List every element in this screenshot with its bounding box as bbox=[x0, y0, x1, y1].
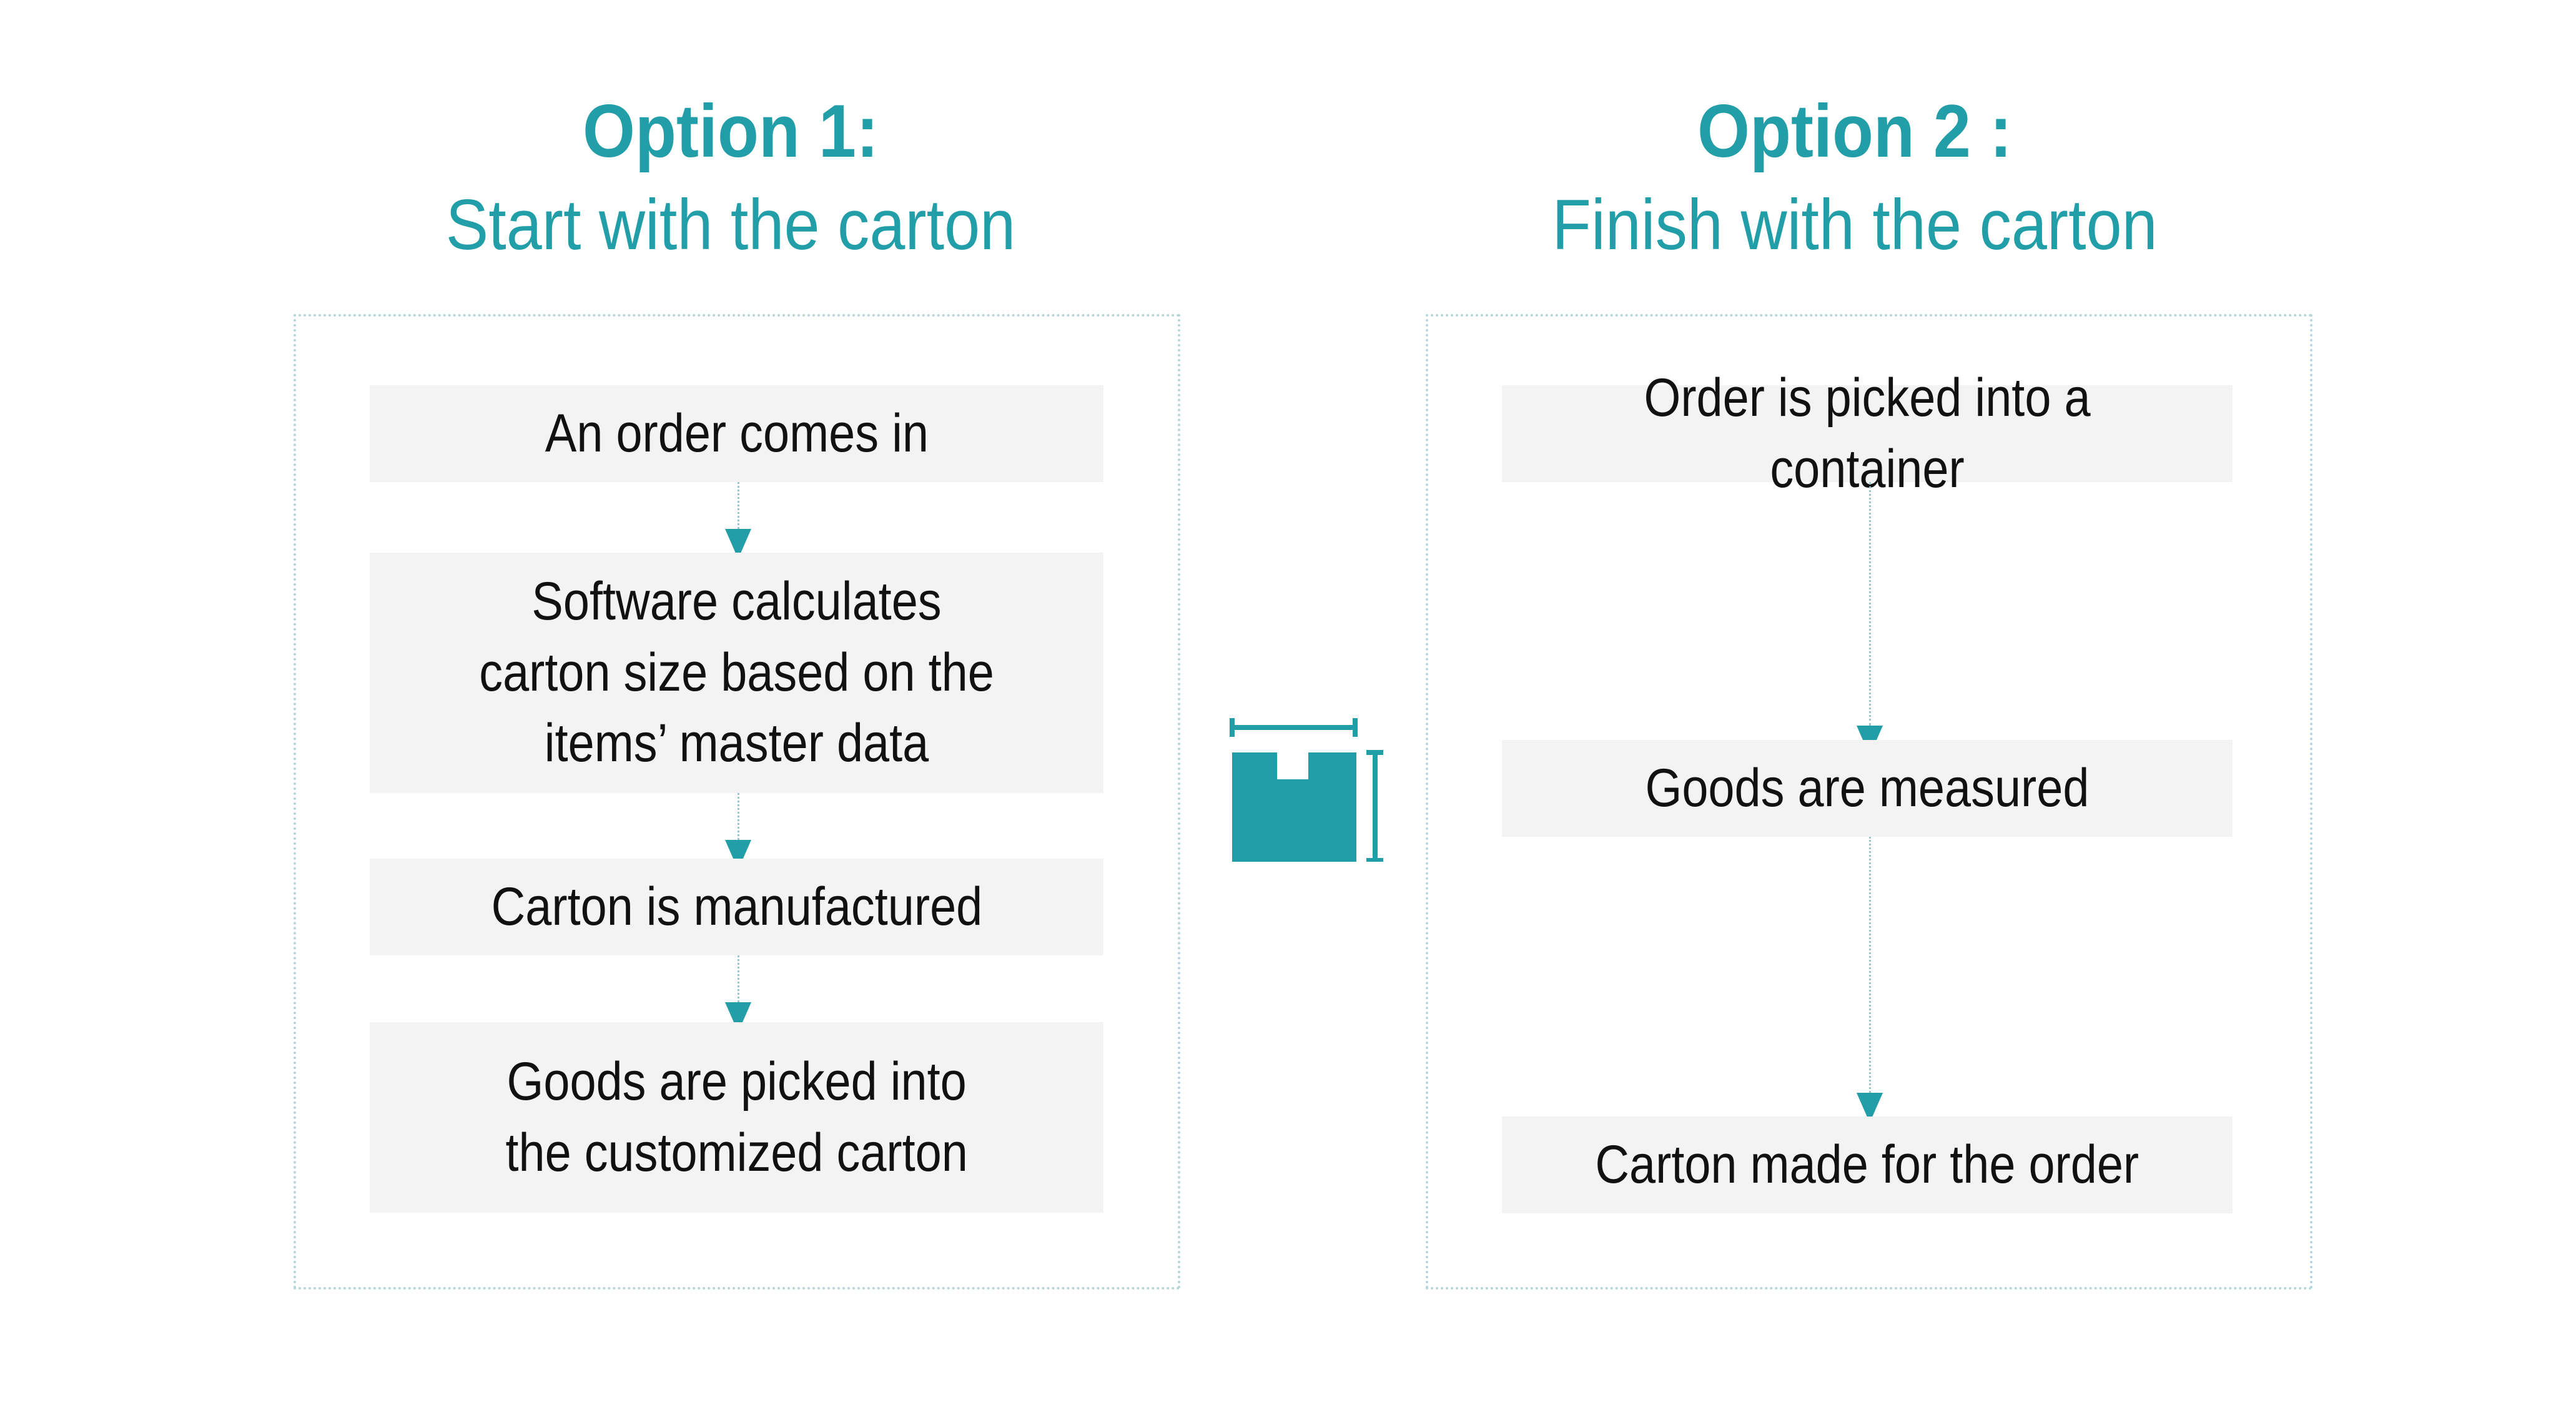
option2-step-2: Goods are measured bbox=[1502, 740, 2233, 837]
option1-step-3-label: Carton is manufactured bbox=[491, 876, 982, 937]
option2-title: Option 2 : bbox=[1697, 89, 2012, 173]
connector-line bbox=[738, 955, 739, 1002]
option1-step-4: Goods are picked into the customized car… bbox=[370, 1022, 1103, 1213]
option1-subtitle: Start with the carton bbox=[445, 185, 1016, 265]
option1-step-4-label: Goods are picked into the customized car… bbox=[505, 1051, 968, 1183]
option1-step-1: An order comes in bbox=[370, 385, 1103, 482]
option2-step-1-label: Order is picked into a container bbox=[1644, 367, 2091, 499]
option1-panel bbox=[294, 314, 1180, 1289]
option1-step-3: Carton is manufactured bbox=[370, 859, 1103, 955]
option2-heading: Option 2 : Finish with the carton bbox=[1418, 94, 2292, 261]
carton-measure-icon bbox=[1215, 712, 1383, 863]
option2-panel bbox=[1426, 314, 2312, 1289]
option1-step-1-label: An order comes in bbox=[545, 403, 929, 463]
option2-step-1: Order is picked into a container bbox=[1502, 368, 2233, 499]
option2-step-2-label: Goods are measured bbox=[1645, 757, 2090, 818]
option2-subtitle: Finish with the carton bbox=[1552, 185, 2158, 265]
option2-step-3: Carton made for the order bbox=[1502, 1117, 2233, 1213]
connector-line bbox=[1869, 482, 1871, 726]
option2-step-3-label: Carton made for the order bbox=[1595, 1134, 2139, 1195]
option1-title: Option 1: bbox=[583, 89, 879, 173]
connector-line bbox=[738, 482, 739, 529]
option1-step-2: Software calculates carton size based on… bbox=[370, 553, 1103, 793]
option1-step-2-label: Software calculates carton size based on… bbox=[479, 571, 994, 774]
option1-heading: Option 1: Start with the carton bbox=[294, 94, 1168, 261]
connector-line bbox=[738, 793, 739, 840]
connector-line bbox=[1869, 837, 1871, 1093]
